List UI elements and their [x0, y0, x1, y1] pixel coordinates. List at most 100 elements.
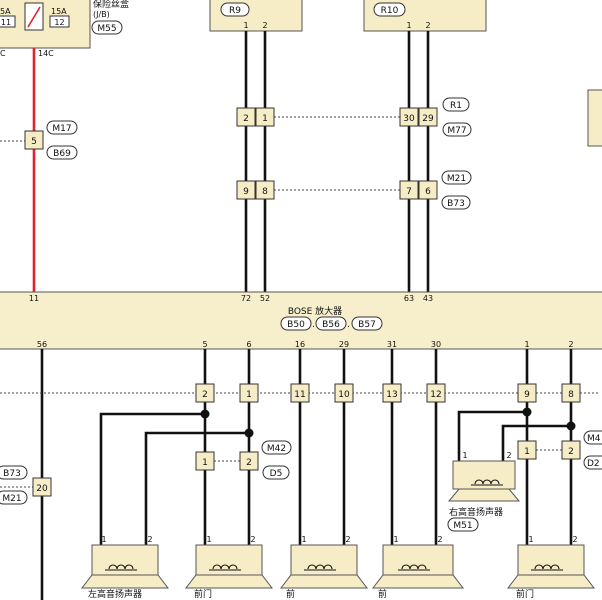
- fuse-block-connector: M55: [97, 24, 116, 34]
- speaker-front-1: 1 2: [279, 535, 369, 589]
- svg-text:30: 30: [403, 114, 415, 124]
- svg-text:1: 1: [406, 21, 411, 30]
- coil-icon: [108, 564, 134, 570]
- svg-text:.: .: [347, 320, 350, 330]
- speaker-left-tweeter-label: 左高音扬声器: [88, 588, 142, 600]
- right-tweeter-label: 右高音扬声器: [449, 506, 503, 518]
- speaker-front-door-right: 1 2: [506, 535, 596, 589]
- svg-text:2: 2: [243, 114, 249, 124]
- svg-text:2: 2: [147, 535, 152, 544]
- svg-text:1: 1: [206, 535, 211, 544]
- svg-text:2: 2: [572, 535, 577, 544]
- svg-text:1: 1: [528, 535, 533, 544]
- svg-text:1: 1: [243, 21, 248, 30]
- connector-d2-tag: D2: [587, 459, 600, 469]
- svg-text:72: 72: [241, 294, 251, 303]
- speaker-left-tweeter: 1 2: [80, 535, 170, 589]
- connector-m21-tag: M21: [447, 174, 466, 184]
- amplifier-title: BOSE 放大器: [288, 305, 342, 317]
- connector-m77-tag: M77: [447, 126, 466, 136]
- coil-icon: [534, 564, 560, 570]
- svg-text:2: 2: [262, 21, 267, 30]
- fuse-left-num: 11: [1, 18, 11, 27]
- connector-row-lower: 2 1 11 10 13 12 9 8: [195, 383, 581, 403]
- svg-text:5: 5: [31, 137, 37, 147]
- svg-text:1: 1: [524, 447, 530, 457]
- svg-text:6: 6: [246, 340, 251, 349]
- svg-text:2: 2: [345, 535, 350, 544]
- svg-text:16: 16: [295, 340, 305, 349]
- svg-text:.: .: [312, 320, 315, 330]
- svg-text:2: 2: [246, 458, 252, 468]
- fuse-block-jb: (J/B): [93, 10, 110, 19]
- amp-conn-b56: B56: [322, 320, 340, 330]
- amp-conn-b57: B57: [358, 320, 376, 330]
- svg-text:20: 20: [36, 484, 48, 494]
- connector-row-m21: 9 8 7 6: [236, 180, 438, 200]
- svg-text:30: 30: [431, 340, 441, 349]
- right-tweeter-speaker: 1 2: [447, 451, 521, 502]
- connector-m17-tag: M17: [52, 124, 71, 134]
- fuse-right-label: 15A: [51, 7, 67, 16]
- svg-text:10: 10: [338, 390, 350, 400]
- svg-text:11: 11: [29, 294, 39, 303]
- speaker-front-2-label: 前: [378, 588, 387, 600]
- speaker-front-door: 1 2: [184, 535, 274, 589]
- svg-text:29: 29: [339, 340, 349, 349]
- svg-text:52: 52: [260, 294, 270, 303]
- svg-text:2: 2: [568, 447, 574, 457]
- svg-text:9: 9: [243, 187, 249, 197]
- connector-m42-tag: M42: [267, 444, 286, 454]
- svg-text:13: 13: [386, 390, 397, 400]
- connector-b69-tag: B69: [53, 149, 71, 159]
- coil-icon: [307, 564, 333, 570]
- fuse-block-title: 保险丝盒: [93, 0, 129, 10]
- svg-text:6: 6: [425, 187, 431, 197]
- speaker-front-door-right-label: 前门: [516, 588, 534, 600]
- connector-r1-tag: R1: [450, 101, 462, 111]
- svg-text:2: 2: [202, 390, 208, 400]
- svg-text:1: 1: [202, 458, 208, 468]
- svg-text:2: 2: [568, 340, 573, 349]
- connector-row-r1: 2 1 30 29: [236, 107, 438, 127]
- fuse-block: 保险丝盒 (J/B) M55 5A 11 15A 12 C 14C: [0, 0, 129, 58]
- connector-b73-left-tag: B73: [3, 469, 21, 479]
- svg-text:11: 11: [294, 390, 305, 400]
- svg-text:7: 7: [406, 187, 412, 197]
- svg-text:1: 1: [101, 535, 106, 544]
- connector-row-lower-2: 1 2 1 2: [195, 440, 581, 471]
- svg-text:8: 8: [262, 187, 268, 197]
- coil-icon: [401, 564, 427, 570]
- connector-d5-tag: D5: [270, 469, 283, 479]
- svg-text:31: 31: [387, 340, 397, 349]
- partial-component-right: [587, 89, 602, 147]
- speaker-front-2: 1 2: [371, 535, 465, 589]
- svg-text:1: 1: [246, 390, 252, 400]
- svg-text:2: 2: [425, 21, 430, 30]
- svg-text:1: 1: [524, 340, 529, 349]
- connector-20: [32, 477, 52, 497]
- fuse-left-label: 5A: [0, 7, 11, 16]
- svg-text:56: 56: [37, 340, 47, 349]
- svg-text:1: 1: [462, 451, 467, 460]
- svg-text:1: 1: [301, 535, 306, 544]
- connector-b73-tag: B73: [447, 199, 465, 209]
- connector-m4-tag: M4: [587, 434, 601, 444]
- connector-5: [24, 130, 44, 150]
- speaker-front-door-label: 前门: [194, 588, 212, 600]
- svg-text:9: 9: [524, 390, 530, 400]
- svg-text:5: 5: [202, 340, 207, 349]
- fuse-right-num: 12: [54, 18, 64, 27]
- svg-text:29: 29: [422, 114, 434, 124]
- connector-m21-left-tag: M21: [2, 494, 21, 504]
- fuse-pin-left: C: [0, 49, 6, 58]
- speaker-front-1-label: 前: [286, 588, 295, 600]
- svg-text:43: 43: [423, 294, 433, 303]
- svg-text:12: 12: [430, 390, 441, 400]
- svg-text:8: 8: [568, 390, 574, 400]
- fuse-pin-right: 14C: [38, 49, 54, 58]
- svg-text:63: 63: [404, 294, 414, 303]
- svg-text:2: 2: [506, 451, 511, 460]
- component-r9-tag: R9: [229, 6, 241, 16]
